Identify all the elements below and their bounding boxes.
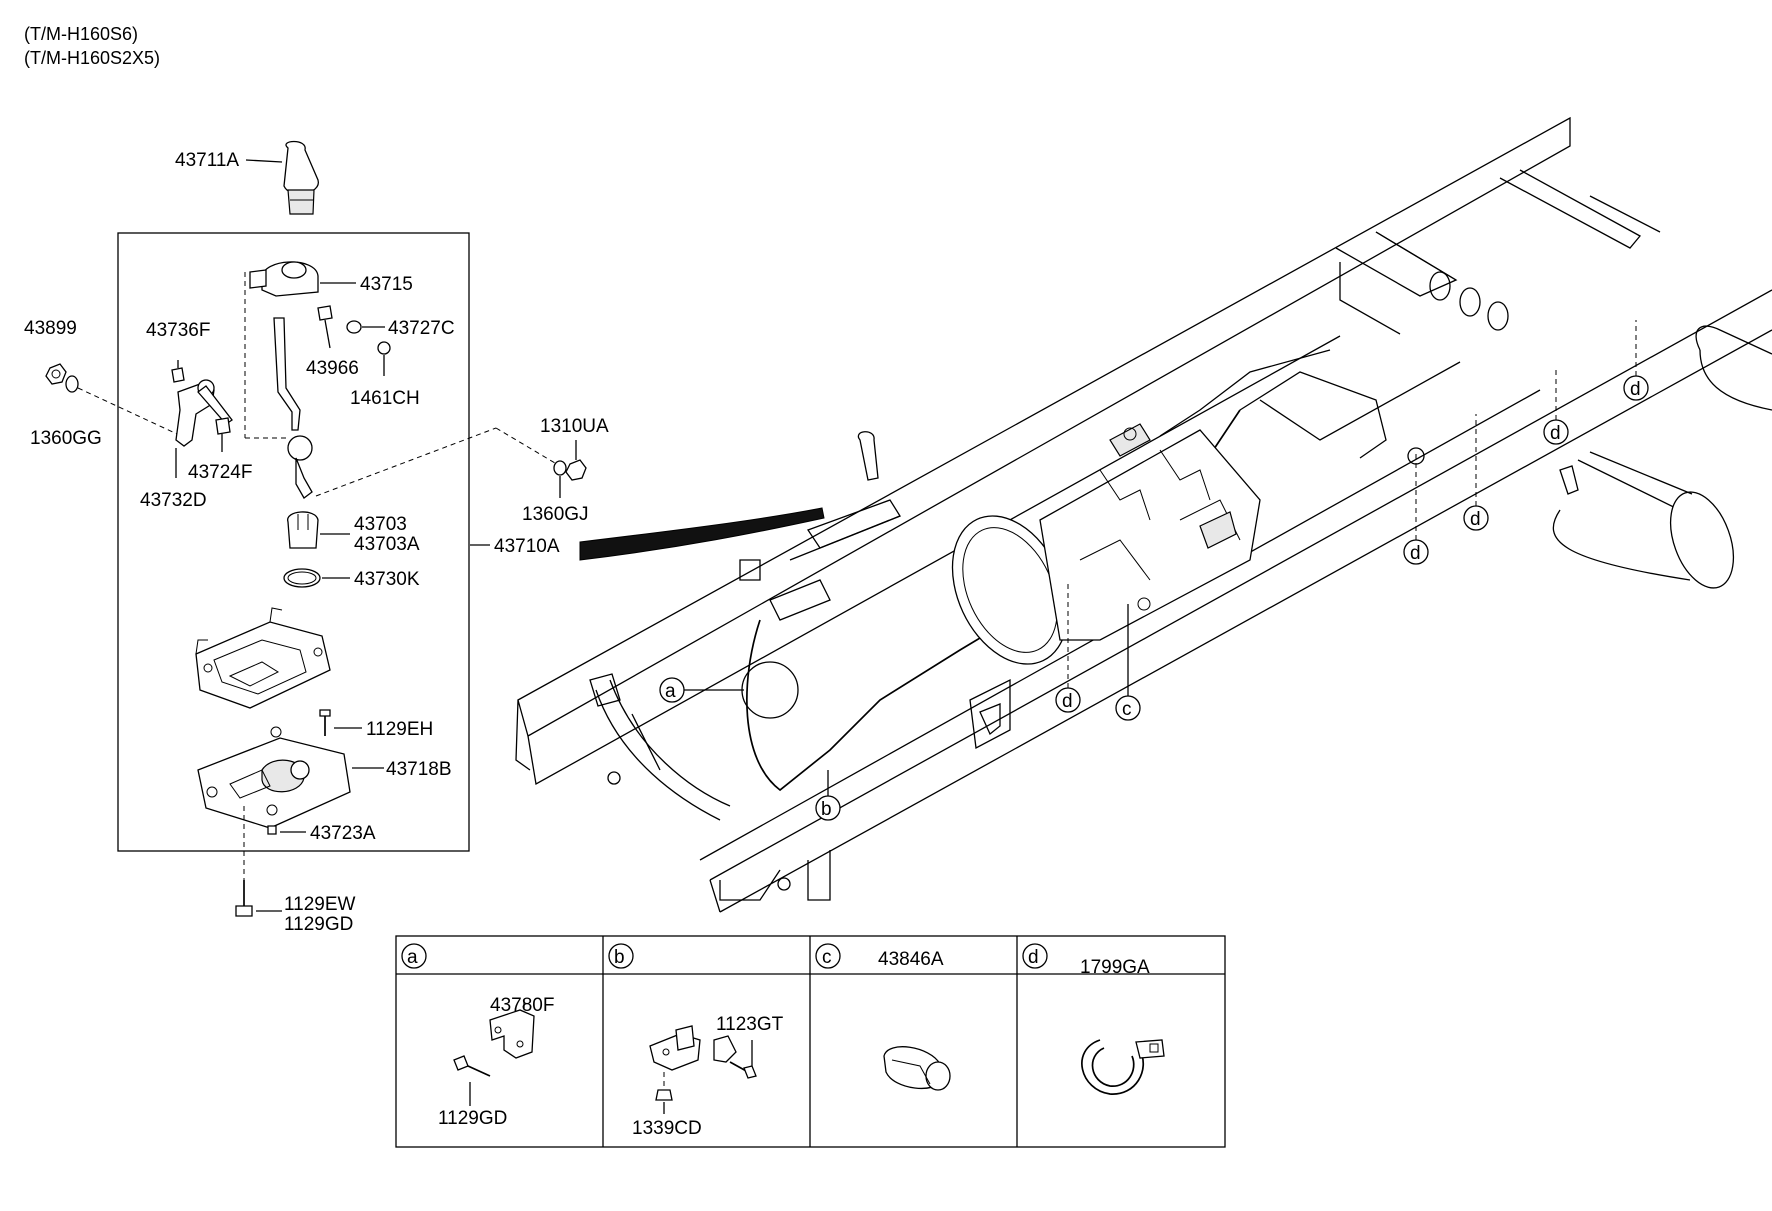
label-1123GT[interactable]: 1123GT <box>716 1014 784 1035</box>
nut-1310UA-part[interactable] <box>565 440 587 481</box>
label-43727C[interactable]: 43727C <box>388 318 455 339</box>
location-arrow <box>579 507 825 561</box>
washer-1360GG-part[interactable] <box>65 375 191 441</box>
svg-text:a: a <box>665 681 676 702</box>
lower-plate-43718B-part[interactable] <box>197 726 384 829</box>
detail-cell-b[interactable]: b <box>608 943 757 1114</box>
dashed-leader <box>495 427 561 467</box>
nut-43899-part[interactable] <box>45 363 67 385</box>
select-lever-43732D-part[interactable] <box>175 379 233 478</box>
label-43715[interactable]: 43715 <box>360 274 413 295</box>
ring-43730K-part[interactable] <box>283 568 350 588</box>
svg-text:d: d <box>1470 509 1481 530</box>
detail-cell-a[interactable]: a <box>401 943 535 1106</box>
shift-lever-rod[interactable] <box>244 272 313 499</box>
label-43730K[interactable]: 43730K <box>354 569 420 590</box>
bushing-43966-part[interactable] <box>317 305 333 349</box>
label-43703A[interactable]: 43703A <box>354 534 420 555</box>
callout-b[interactable]: b <box>815 770 841 821</box>
label-1129GD-detail[interactable]: 1129GD <box>438 1108 507 1129</box>
label-43711A[interactable]: 43711A <box>175 150 239 171</box>
callout-d[interactable]: d <box>1055 580 1081 713</box>
shift-lever-assembly-box <box>117 232 470 852</box>
upper-plate-part[interactable] <box>195 607 331 709</box>
shift-knob-part[interactable] <box>245 140 319 215</box>
detail-table <box>395 935 1226 1148</box>
label-43780F[interactable]: 43780F <box>490 995 554 1016</box>
nut-43723A-part[interactable] <box>267 825 306 835</box>
svg-text:b: b <box>614 947 625 968</box>
bolt-1129EW-part[interactable] <box>235 880 282 917</box>
chassis-frame <box>515 116 1772 913</box>
label-1310UA[interactable]: 1310UA <box>540 416 609 437</box>
callout-d[interactable]: d <box>1543 366 1569 445</box>
label-1360GJ[interactable]: 1360GJ <box>522 504 589 525</box>
bushing-43736F-part[interactable] <box>171 360 185 383</box>
svg-text:d: d <box>1028 947 1039 968</box>
svg-text:d: d <box>1550 423 1561 444</box>
label-43732D[interactable]: 43732D <box>140 490 207 511</box>
label-43846A[interactable]: 43846A <box>878 949 944 970</box>
svg-text:d: d <box>1410 543 1421 564</box>
svg-text:d: d <box>1630 379 1641 400</box>
label-1129GD[interactable]: 1129GD <box>284 914 353 935</box>
lever-housing-part[interactable] <box>249 261 356 297</box>
label-43899[interactable]: 43899 <box>24 318 77 339</box>
model-code-2: (T/M-H160S2X5) <box>24 48 160 68</box>
svg-text:b: b <box>821 799 832 820</box>
label-1799GA[interactable]: 1799GA <box>1080 957 1150 978</box>
callout-d[interactable]: d <box>1403 450 1429 565</box>
svg-text:d: d <box>1062 691 1073 712</box>
transmission-unit <box>951 423 1261 665</box>
callout-d[interactable]: d <box>1623 320 1649 401</box>
label-43723A[interactable]: 43723A <box>310 823 376 844</box>
detail-cell-c[interactable]: c <box>815 943 951 1091</box>
detail-cell-d[interactable]: d <box>1022 943 1165 1095</box>
label-43966[interactable]: 43966 <box>306 358 359 379</box>
label-43703[interactable]: 43703 <box>354 514 407 535</box>
shifter-on-frame <box>769 431 901 621</box>
callout-d[interactable]: d <box>1463 414 1489 531</box>
svg-text:c: c <box>822 947 832 968</box>
label-43710A[interactable]: 43710A <box>494 536 560 557</box>
label-1129EW[interactable]: 1129EW <box>284 894 356 915</box>
callout-c[interactable]: c <box>1115 604 1141 721</box>
washer-1360GJ-part[interactable] <box>553 460 567 498</box>
label-1461CH[interactable]: 1461CH <box>350 388 420 409</box>
svg-text:a: a <box>407 947 418 968</box>
svg-text:c: c <box>1122 699 1132 720</box>
label-43736F[interactable]: 43736F <box>146 320 210 341</box>
callout-a[interactable]: a <box>659 661 799 719</box>
pin-43724F-part[interactable] <box>215 417 231 452</box>
label-1360GG[interactable]: 1360GG <box>30 428 102 449</box>
label-43718B[interactable]: 43718B <box>386 759 452 780</box>
label-1129EH[interactable]: 1129EH <box>366 719 433 740</box>
pin-1461CH-part[interactable] <box>377 341 391 376</box>
bolt-1129EH-part[interactable] <box>319 709 362 736</box>
label-1339CD[interactable]: 1339CD <box>632 1118 702 1139</box>
model-code-1: (T/M-H160S6) <box>24 24 138 44</box>
label-43724F[interactable]: 43724F <box>188 462 252 483</box>
washer-43727C-part[interactable] <box>346 320 385 334</box>
boot-43703-part[interactable] <box>287 511 350 549</box>
